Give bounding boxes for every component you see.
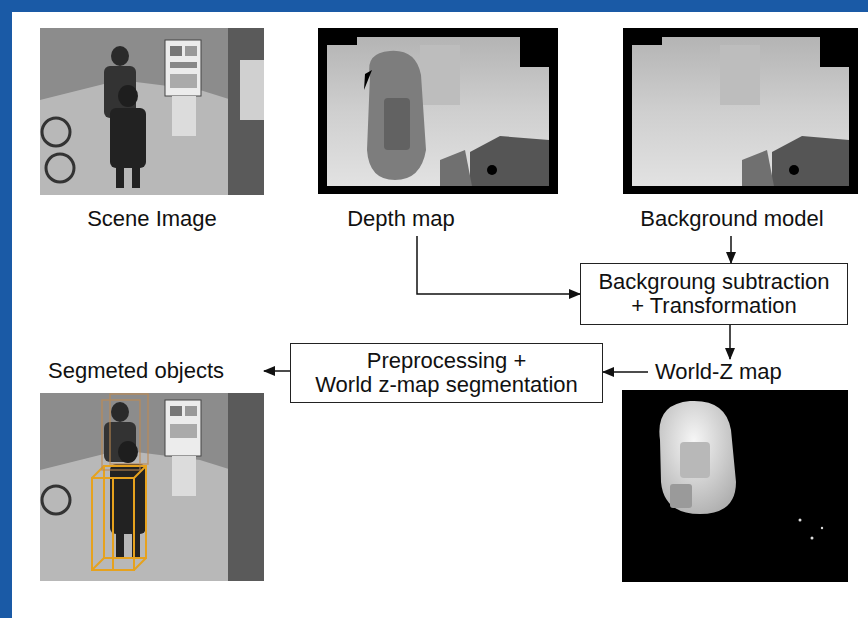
flow-arrow [729, 325, 731, 359]
image-node: World-Z map [648, 359, 848, 583]
flow-arrow [730, 236, 732, 263]
process-box: Preprocessing + World z-map segmentation [290, 343, 603, 403]
box-label: Preprocessing + World z-map segmentation [315, 349, 578, 397]
background-model-image [623, 28, 858, 194]
box-label: Backgroung subtraction + Transformation [598, 270, 829, 318]
segmented-photo [40, 393, 264, 581]
process-box: Backgroung subtraction + Transformation [580, 263, 848, 325]
flow-arrow [264, 370, 290, 372]
flow-arrow [603, 371, 648, 373]
image-node: Background model [623, 28, 858, 234]
scene-photo [40, 28, 264, 195]
depth-map-image [318, 28, 558, 194]
image-caption: Scene Image [40, 206, 264, 232]
image-node: Segmeted objects [40, 358, 264, 580]
world-z-map-image [622, 390, 848, 582]
image-caption: World-Z map [655, 359, 845, 385]
image-node: Depth map [318, 28, 558, 234]
image-caption: Depth map [318, 206, 484, 232]
image-caption: Background model [623, 206, 841, 232]
image-caption: Segmeted objects [48, 358, 258, 384]
image-node: Scene Image [40, 28, 264, 234]
flow-arrow [417, 236, 580, 294]
